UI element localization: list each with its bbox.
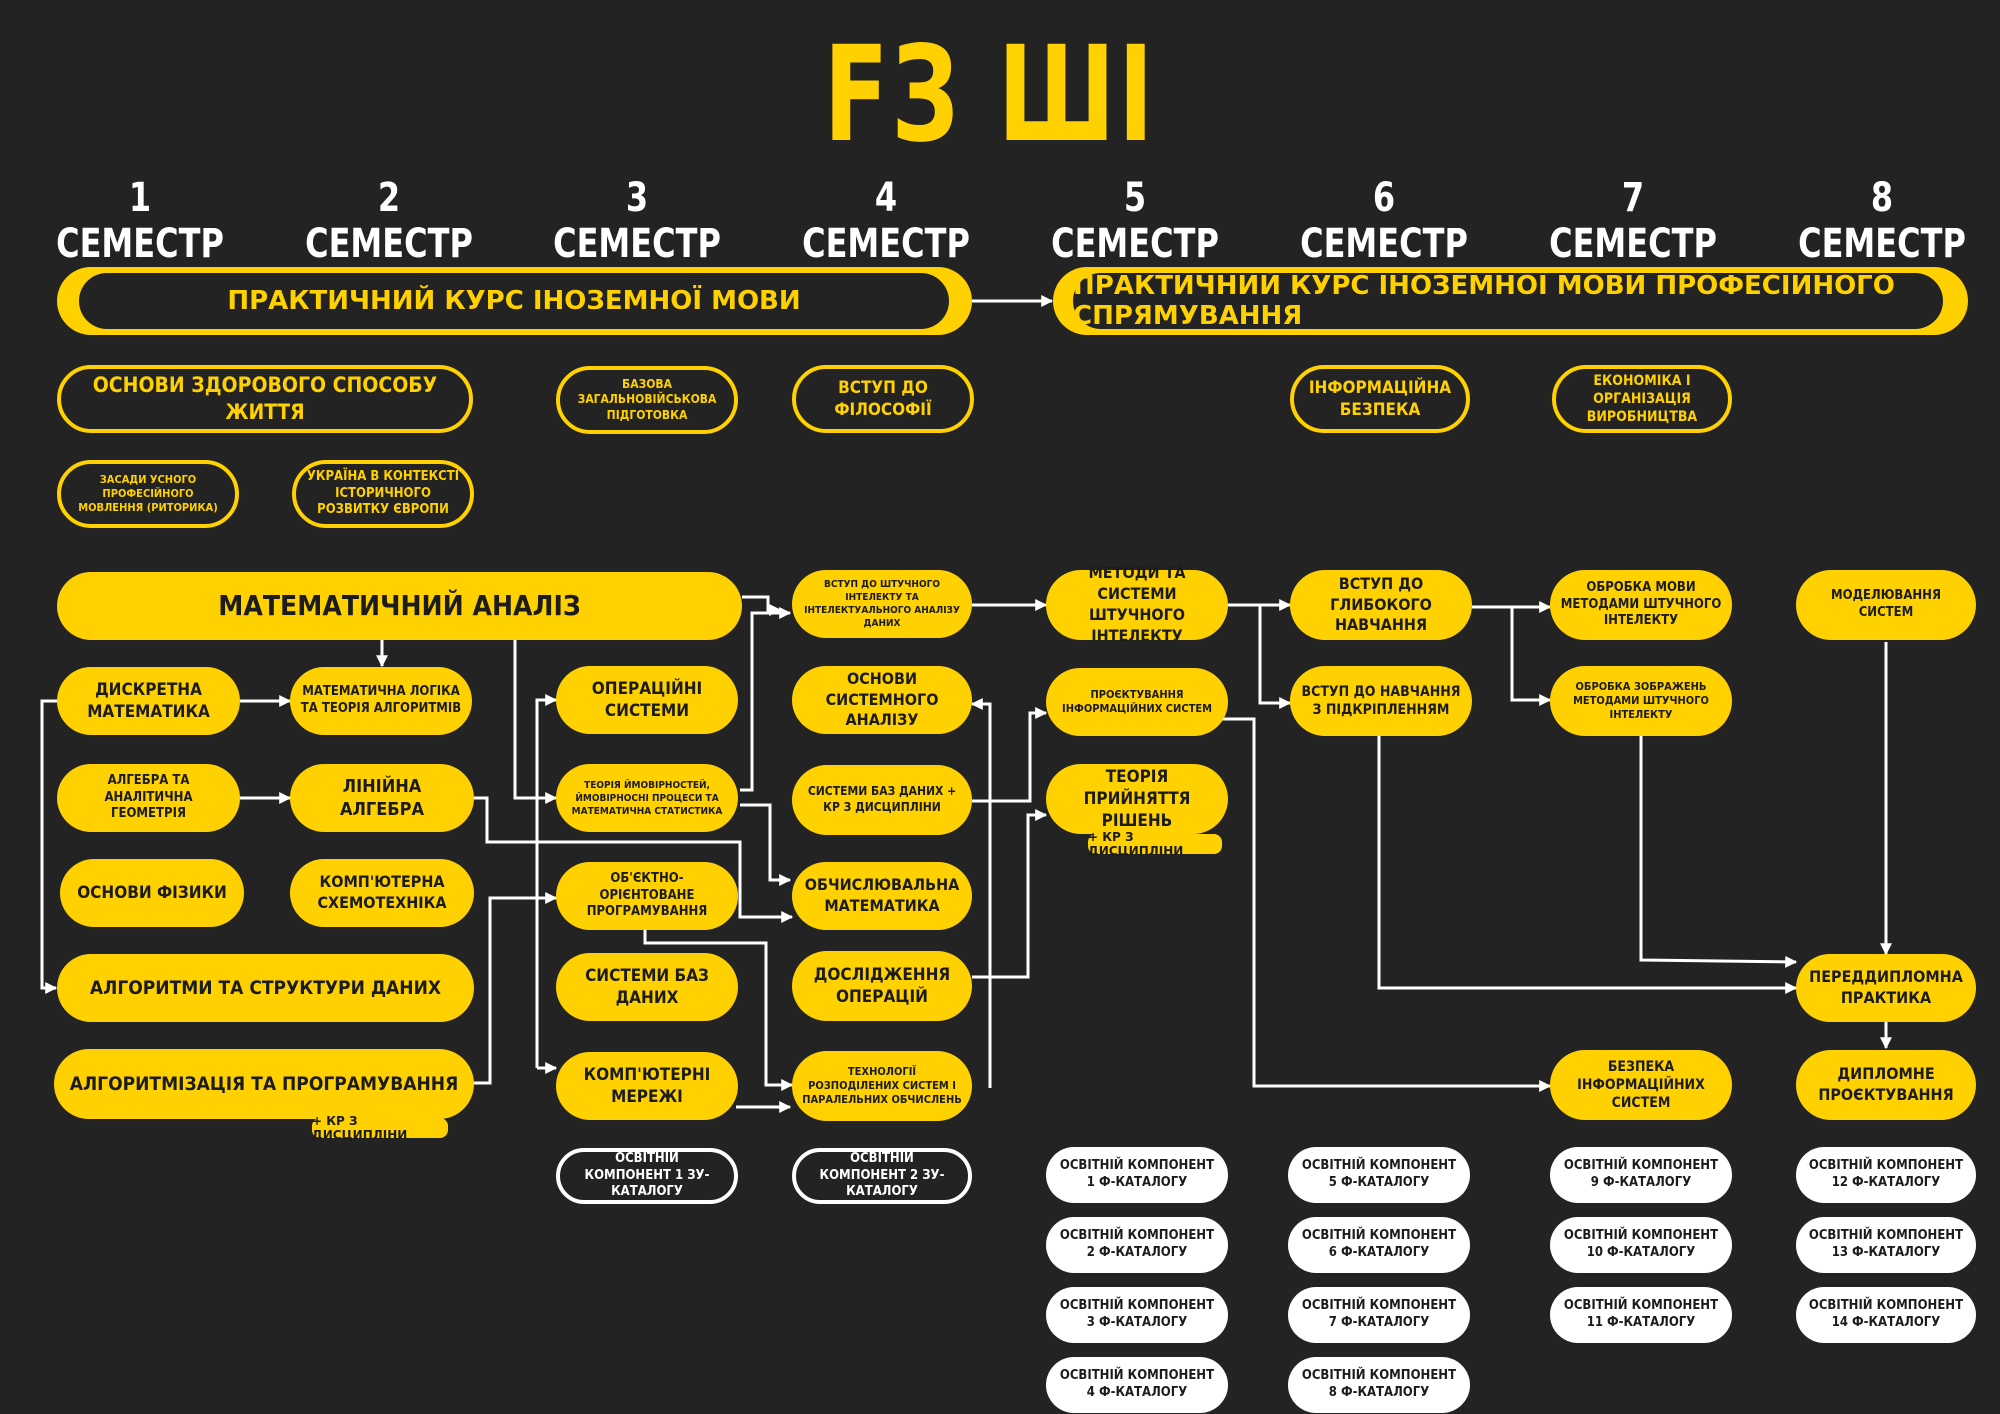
page-title: FЗ ШІ xyxy=(823,18,1157,172)
elective-zu-2[interactable]: ОСВІТНІЙ КОМПОНЕНТ 2 ЗУ-КАТАЛОГУ xyxy=(792,1148,972,1204)
language-pro-course-label: ПРАКТИЧНИЙ КУРС ІНОЗЕМНОЇ МОВИ ПРОФЕСІЙН… xyxy=(1073,271,1943,331)
language-pro-course-bar[interactable]: ПРАКТИЧНИЙ КУРС ІНОЗЕМНОЇ МОВИ ПРОФЕСІЙН… xyxy=(1053,267,1968,335)
semester-5-heading: 5 СЕМЕСТР xyxy=(1051,175,1219,267)
arrow-operations-decision xyxy=(972,809,1048,979)
course-database-systems[interactable]: СИСТЕМИ БАЗ ДАНИХ xyxy=(556,953,738,1021)
course-physics[interactable]: ОСНОВИ ФІЗИКИ xyxy=(60,859,244,927)
course-intro-ai[interactable]: ВСТУП ДО ШТУЧНОГО ІНТЕЛЕКТУ ТА ІНТЕЛЕКТУ… xyxy=(792,570,972,638)
semester-2-heading: 2 СЕМЕСТР xyxy=(305,175,473,267)
course-healthy-lifestyle[interactable]: ОСНОВИ ЗДОРОВОГО СПОСОБУ ЖИТТЯ xyxy=(57,365,473,433)
arrow-oop-distributed xyxy=(643,928,794,1091)
arrow-prob-introai xyxy=(740,607,792,792)
course-is-design[interactable]: ПРОЄКТУВАННЯ ІНФОРМАЦІЙНИХ СИСТЕМ xyxy=(1046,668,1228,736)
course-algebra-geometry[interactable]: АЛГЕБРА ТА АНАЛІТИЧНА ГЕОМЕТРІЯ xyxy=(57,764,240,832)
course-ukraine-history[interactable]: УКРАЇНА В КОНТЕКСТІ ІСТОРИЧНОГО РОЗВИТКУ… xyxy=(292,460,474,528)
arrow-programming-oop xyxy=(474,892,558,1085)
course-linear-algebra[interactable]: ЛІНІЙНА АЛГЕБРА xyxy=(290,764,474,832)
arrow-db-isdesign xyxy=(972,707,1048,803)
elective-f-2[interactable]: ОСВІТНІЙ КОМПОНЕНТ 2 Ф-КАТАЛОГУ xyxy=(1046,1217,1228,1273)
arrow-cv-prediploma xyxy=(1639,735,1798,968)
elective-f-13[interactable]: ОСВІТНІЙ КОМПОНЕНТ 13 Ф-КАТАЛОГУ xyxy=(1796,1217,1976,1273)
arrow-prob-compmath xyxy=(740,803,792,886)
coursework-note-programming: + КР З ДИСЦИПЛІНИ xyxy=(312,1114,448,1142)
course-computer-networks[interactable]: КОМП'ЮТЕРНІ МЕРЕЖІ xyxy=(556,1052,738,1120)
arrow-aimethods-rl xyxy=(1258,605,1292,709)
elective-f-1[interactable]: ОСВІТНІЙ КОМПОНЕНТ 1 Ф-КАТАЛОГУ xyxy=(1046,1147,1228,1203)
elective-f-11[interactable]: ОСВІТНІЙ КОМПОНЕНТ 11 Ф-КАТАЛОГУ xyxy=(1550,1287,1732,1343)
elective-f-6[interactable]: ОСВІТНІЙ КОМПОНЕНТ 6 Ф-КАТАЛОГУ xyxy=(1288,1217,1470,1273)
course-system-modeling[interactable]: МОДЕЛЮВАННЯ СИСТЕМ xyxy=(1796,570,1976,640)
semester-3-heading: 3 СЕМЕСТР xyxy=(553,175,721,267)
arrow-calculus-introai xyxy=(742,595,782,616)
arrow-discrete-algods xyxy=(40,699,58,994)
course-deep-learning[interactable]: ВСТУП ДО ГЛИБОКОГО НАВЧАННЯ xyxy=(1290,570,1472,640)
elective-zu-1[interactable]: ОСВІТНІЙ КОМПОНЕНТ 1 ЗУ-КАТАЛОГУ xyxy=(556,1148,738,1204)
elective-f-14[interactable]: ОСВІТНІЙ КОМПОНЕНТ 14 Ф-КАТАЛОГУ xyxy=(1796,1287,1976,1343)
elective-f-9[interactable]: ОСВІТНІЙ КОМПОНЕНТ 9 Ф-КАТАЛОГУ xyxy=(1550,1147,1732,1203)
course-reinforcement-learning[interactable]: ВСТУП ДО НАВЧАННЯ З ПІДКРІПЛЕННЯМ xyxy=(1290,666,1472,736)
arrow-calculus-probability xyxy=(513,640,558,804)
course-philosophy[interactable]: ВСТУП ДО ФІЛОСОФІЇ xyxy=(792,365,974,433)
course-probability[interactable]: ТЕОРІЯ ЙМОВІРНОСТЕЙ, ЙМОВІРНОСНІ ПРОЦЕСИ… xyxy=(556,764,738,832)
course-algorithms-ds[interactable]: АЛГОРИТМИ ТА СТРУКТУРИ ДАНИХ xyxy=(57,954,474,1022)
course-rhetoric[interactable]: ЗАСАДИ УСНОГО ПРОФЕСІЙНОГО МОВЛЕННЯ (РИТ… xyxy=(57,460,239,528)
elective-f-12[interactable]: ОСВІТНІЙ КОМПОНЕНТ 12 Ф-КАТАЛОГУ xyxy=(1796,1147,1976,1203)
arrow-linear-compmath xyxy=(474,796,794,923)
arrow-deeplearning-cv xyxy=(1510,607,1552,706)
semester-1-heading: 1 СЕМЕСТР xyxy=(56,175,224,267)
semester-6-heading: 6 СЕМЕСТР xyxy=(1300,175,1468,267)
course-decision-theory[interactable]: ТЕОРІЯ ПРИЙНЯТТЯ РІШЕНЬ xyxy=(1046,764,1228,834)
elective-f-8[interactable]: ОСВІТНІЙ КОМПОНЕНТ 8 Ф-КАТАЛОГУ xyxy=(1288,1357,1470,1413)
course-computer-vision[interactable]: ОБРОБКА ЗОБРАЖЕНЬ МЕТОДАМИ ШТУЧНОГО ІНТЕ… xyxy=(1550,666,1732,736)
coursework-note-decision: + КР З ДИСЦИПЛІНИ xyxy=(1088,830,1222,858)
course-distributed-systems[interactable]: ТЕХНОЛОГІЇ РОЗПОДІЛЕНИХ СИСТЕМ І ПАРАЛЕЛ… xyxy=(792,1051,972,1121)
course-systems-analysis[interactable]: ОСНОВИ СИСТЕМНОГО АНАЛІЗУ xyxy=(792,666,972,734)
course-prediploma-practice[interactable]: ПЕРЕДДИПЛОМНА ПРАКТИКА xyxy=(1796,954,1976,1022)
course-db-coursework[interactable]: СИСТЕМИ БАЗ ДАНИХ + КР З ДИСЦИПЛІНИ xyxy=(792,765,972,835)
arrow-spine-sysanalysis xyxy=(970,698,992,1088)
course-computational-math[interactable]: ОБЧИСЛЮВАЛЬНА МАТЕМАТИКА xyxy=(792,862,972,930)
semester-7-heading: 7 СЕМЕСТР xyxy=(1549,175,1717,267)
course-economics[interactable]: ЕКОНОМІКА І ОРГАНІЗАЦІЯ ВИРОБНИЦТВА xyxy=(1552,365,1732,433)
arrow-spine-os xyxy=(535,694,558,1068)
course-operations-research[interactable]: ДОСЛІДЖЕННЯ ОПЕРАЦІЙ xyxy=(792,951,972,1021)
course-calculus[interactable]: МАТЕМАТИЧНИЙ АНАЛІЗ xyxy=(57,572,742,640)
elective-f-4[interactable]: ОСВІТНІЙ КОМПОНЕНТ 4 Ф-КАТАЛОГУ xyxy=(1046,1357,1228,1413)
course-logic[interactable]: МАТЕМАТИЧНА ЛОГІКА ТА ТЕОРІЯ АЛГОРИТМІВ xyxy=(290,667,472,735)
course-discrete-math[interactable]: ДИСКРЕТНА МАТЕМАТИКА xyxy=(57,667,240,735)
course-operating-systems[interactable]: ОПЕРАЦІЙНІ СИСТЕМИ xyxy=(556,666,738,734)
course-is-security[interactable]: БЕЗПЕКА ІНФОРМАЦІЙНИХ СИСТЕМ xyxy=(1550,1050,1732,1120)
course-ai-methods[interactable]: МЕТОДИ ТА СИСТЕМИ ШТУЧНОГО ІНТЕЛЕКТУ xyxy=(1046,563,1228,645)
elective-f-10[interactable]: ОСВІТНІЙ КОМПОНЕНТ 10 Ф-КАТАЛОГУ xyxy=(1550,1217,1732,1273)
course-programming[interactable]: АЛГОРИТМІЗАЦІЯ ТА ПРОГРАМУВАННЯ xyxy=(54,1049,474,1119)
course-circuits[interactable]: КОМП'ЮТЕРНА СХЕМОТЕХНІКА xyxy=(290,859,474,927)
elective-f-5[interactable]: ОСВІТНІЙ КОМПОНЕНТ 5 Ф-КАТАЛОГУ xyxy=(1288,1147,1470,1203)
semester-8-heading: 8 СЕМЕСТР xyxy=(1798,175,1966,267)
arrow-rl-prediploma xyxy=(1377,735,1798,994)
course-military-training[interactable]: БАЗОВА ЗАГАЛЬНОВІЙСЬКОВА ПІДГОТОВКА xyxy=(556,366,738,434)
elective-f-7[interactable]: ОСВІТНІЙ КОМПОНЕНТ 7 Ф-КАТАЛОГУ xyxy=(1288,1287,1470,1343)
arrow-isdesign-security xyxy=(1222,717,1552,1092)
elective-f-3[interactable]: ОСВІТНІЙ КОМПОНЕНТ 3 Ф-КАТАЛОГУ xyxy=(1046,1287,1228,1343)
course-nlp[interactable]: ОБРОБКА МОВИ МЕТОДАМИ ШТУЧНОГО ІНТЕЛЕКТУ xyxy=(1550,570,1732,640)
course-oop[interactable]: ОБ'ЄКТНО-ОРІЄНТОВАНЕ ПРОГРАМУВАННЯ xyxy=(556,862,738,930)
language-course-bar[interactable]: ПРАКТИЧНИЙ КУРС ІНОЗЕМНОЇ МОВИ xyxy=(57,267,972,335)
course-diploma-project[interactable]: ДИПЛОМНЕ ПРОЄКТУВАННЯ xyxy=(1796,1050,1976,1120)
course-infosec[interactable]: ІНФОРМАЦІЙНА БЕЗПЕКА xyxy=(1290,365,1470,433)
language-course-label: ПРАКТИЧНИЙ КУРС ІНОЗЕМНОЇ МОВИ xyxy=(79,273,949,329)
semester-4-heading: 4 СЕМЕСТР xyxy=(802,175,970,267)
